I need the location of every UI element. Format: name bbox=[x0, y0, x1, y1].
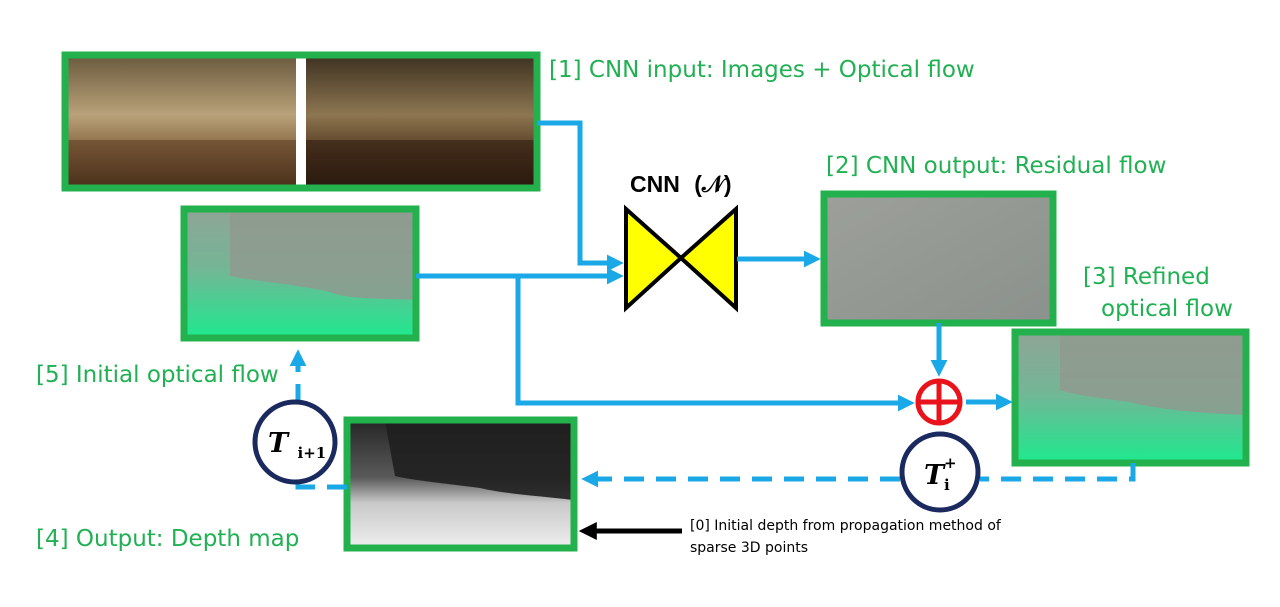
cnn-bowtie bbox=[624, 204, 738, 313]
label-depth-output: [4] Output: Depth map bbox=[36, 526, 299, 552]
arrow-input-to-cnn bbox=[537, 120, 624, 272]
t-next-subscript: i+1 bbox=[298, 444, 327, 462]
note-initial-depth-line1: [0] Initial depth from propagation metho… bbox=[690, 518, 1002, 534]
depth-map-image bbox=[343, 416, 578, 552]
t-plus-subscript: i bbox=[944, 476, 950, 494]
depth-map-dark-region bbox=[385, 421, 573, 500]
cnn-title: CNN (𝒩) bbox=[630, 171, 732, 197]
t-next-circle bbox=[252, 399, 338, 485]
transform-t-plus: T + i bbox=[899, 431, 981, 513]
initial-flow-image bbox=[180, 205, 420, 342]
dashed-depth-to-t-next bbox=[295, 482, 347, 490]
depth-map-frame bbox=[343, 416, 578, 552]
plus-operator bbox=[915, 378, 963, 426]
cnn-title-text: CNN bbox=[630, 171, 680, 197]
input-image-divider bbox=[296, 56, 306, 187]
label-cnn-output: [2] CNN output: Residual flow bbox=[826, 153, 1166, 179]
label-initial-flow: [5] Initial optical flow bbox=[36, 362, 279, 388]
input-image-right-shelf bbox=[306, 140, 536, 187]
transform-t-next: T i+1 bbox=[252, 399, 338, 485]
refined-flow-image bbox=[1011, 328, 1250, 467]
label-cnn-input: [1] CNN input: Images + Optical flow bbox=[549, 57, 975, 83]
t-plus-main: T bbox=[924, 460, 946, 491]
label-refined-line1: [3] Refined bbox=[1083, 264, 1210, 290]
residual-flow-fill bbox=[825, 195, 1052, 322]
cnn-symbol: (𝒩) bbox=[694, 171, 731, 197]
t-plus-superscript: + bbox=[944, 454, 957, 472]
arrow-flow-to-plus bbox=[515, 276, 915, 412]
refined-flow-occluder bbox=[1060, 333, 1245, 415]
note-initial-depth-line2: sparse 3D points bbox=[690, 540, 808, 556]
cnn-input-images bbox=[61, 51, 541, 192]
t-next-main: T bbox=[268, 428, 290, 459]
t-plus-circle bbox=[899, 431, 981, 513]
dashed-refined-to-t-plus bbox=[980, 463, 1136, 482]
initial-flow-occluder bbox=[230, 210, 415, 300]
residual-flow-image bbox=[820, 190, 1057, 327]
input-image-left-shelf bbox=[66, 140, 296, 187]
label-refined-line2: optical flow bbox=[1101, 296, 1233, 322]
t-next-label: T i+1 bbox=[268, 428, 326, 462]
